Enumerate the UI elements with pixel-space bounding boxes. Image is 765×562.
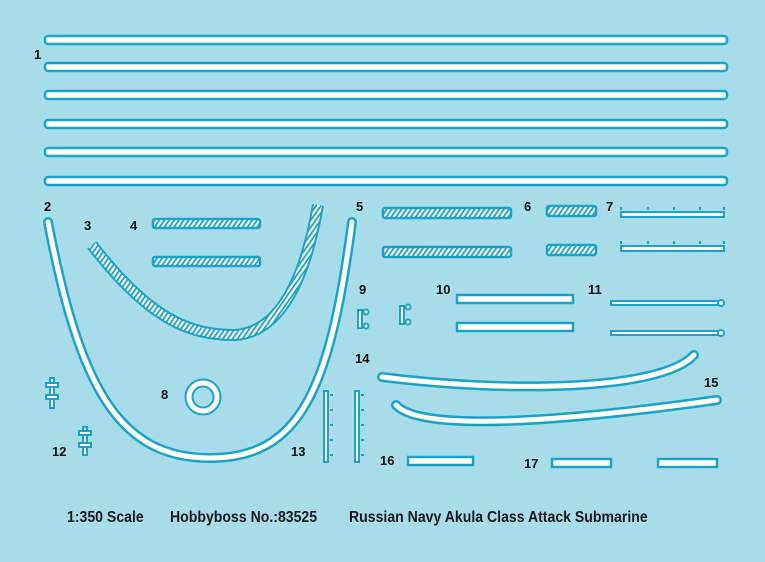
kit-number-text: Hobbyboss No.:83525 [170,509,318,526]
decal-9-pieces [357,303,412,330]
label-10: 10 [436,282,450,297]
decal-12-pieces [45,377,92,456]
label-14: 14 [355,351,370,366]
decal-16-bar [406,455,475,467]
part-number-labels: 1 2 3 4 5 6 7 8 9 10 11 12 13 14 15 16 1… [34,47,718,471]
label-16: 16 [380,453,394,468]
label-5: 5 [356,199,363,214]
scale-text: 1:350 Scale [67,509,144,526]
decal-2-curve [43,217,357,464]
decal-17-bars [550,457,719,469]
decal-11-rulers [610,299,725,337]
label-6: 6 [524,199,531,214]
label-7: 7 [606,199,613,214]
label-11: 11 [588,282,602,297]
label-12: 12 [52,444,66,459]
label-13: 13 [291,444,305,459]
decal-13-rulers [323,390,364,463]
decal-7-rulers [620,207,725,252]
label-3: 3 [84,218,91,233]
decal-1-stripes [43,34,729,187]
label-17: 17 [524,456,538,471]
label-15: 15 [704,375,718,390]
decal-10-bars [455,293,575,333]
decal-6-hatched-bars [545,204,598,257]
label-8: 8 [161,387,168,402]
decal-15-curve [391,395,722,427]
label-2: 2 [44,199,51,214]
label-4: 4 [130,218,138,233]
decal-14-curve [377,350,699,392]
decal-4-hatched-bars [151,217,262,268]
decal-5-hatched-bars [381,206,513,259]
kit-title-text: Russian Navy Akula Class Attack Submarin… [349,509,648,526]
decal-3-hatched-curve [87,203,324,342]
label-9: 9 [359,282,366,297]
label-1: 1 [34,47,41,62]
decal-8-ring [184,378,222,416]
